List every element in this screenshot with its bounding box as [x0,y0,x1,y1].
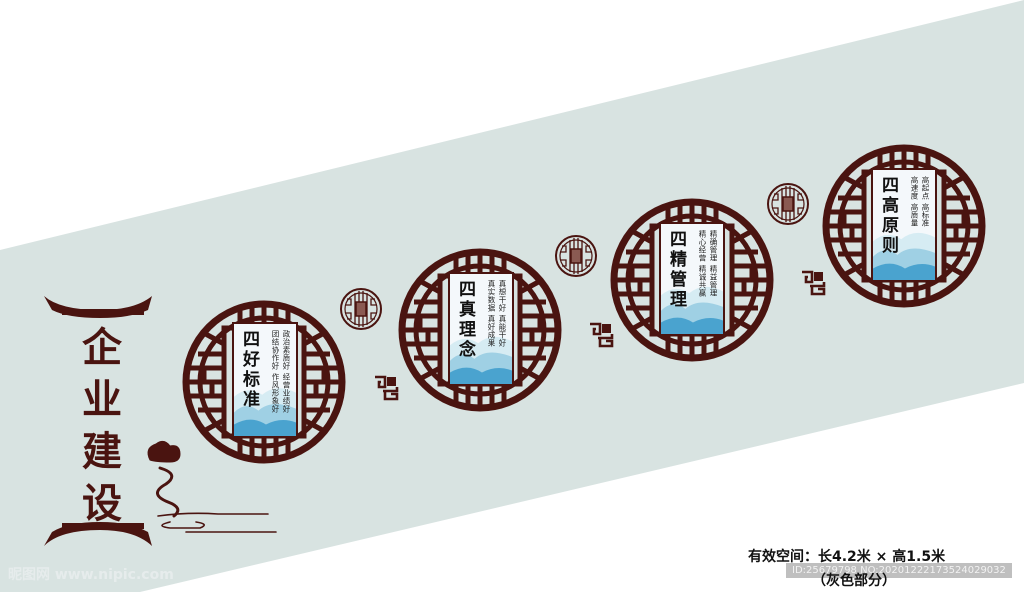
panel-text-right: 真想干好 真能干好 [498,280,507,347]
mountain-landscape-icon [873,232,935,280]
mountain-landscape-icon [661,286,723,334]
lattice-medallion-3 [767,183,809,225]
panel-four-good-standards: 四好标准 政治素质好 经营业绩好 团结协作好 作风形象好 [232,322,298,438]
panel-text-left: 精心经营 精诚共赢 [698,230,707,297]
panel-text-left: 团结协作好 作风形象好 [271,330,280,413]
panel-title: 四好标准 [239,330,259,410]
panel-text-right: 政治素质好 经营业绩好 [282,330,291,413]
fret-ornament-2 [588,322,614,348]
panel-four-high-principles: 四高原则 高起点 高标准 高速度 高质量 [871,168,937,282]
mountain-landscape-icon [450,336,512,384]
space-spec-line1: 有效空间：长4.2米 × 高1.5米 [748,549,946,565]
panel-four-true-concepts: 四真理念 真想干好 真能干好 真实数据 真好成果 [448,272,514,386]
panel-text-right: 精确管理 精益管理 [709,230,718,297]
panel-title: 四真理念 [455,280,475,360]
panel-text-left: 真实数据 真好成果 [487,280,496,347]
lattice-medallion-1 [340,288,382,330]
panel-text-right: 高起点 高标准 [921,176,930,227]
title-bracket-top [44,296,152,318]
space-spec-line2: （灰色部分） [812,573,896,589]
panel-title: 四高原则 [878,176,898,256]
watermark: 昵图网 www.nipic.com [8,567,174,583]
title-bracket-bottom [44,522,152,546]
fret-ornament-1 [373,375,399,401]
cloud-swirl-icon [147,440,277,533]
main-title: 企业建设 [75,326,122,534]
fret-ornament-3 [800,270,826,296]
panel-title: 四精管理 [666,230,686,310]
panel-text-left: 高速度 高质量 [910,176,919,227]
panel-four-precise-management: 四精管理 精确管理 精益管理 精心经营 精诚共赢 [659,222,725,336]
mountain-landscape-icon [234,387,296,436]
lattice-medallion-2 [555,235,597,277]
image-id-bar: ID:25679798 NO:20201222173524029032 [786,563,1012,578]
